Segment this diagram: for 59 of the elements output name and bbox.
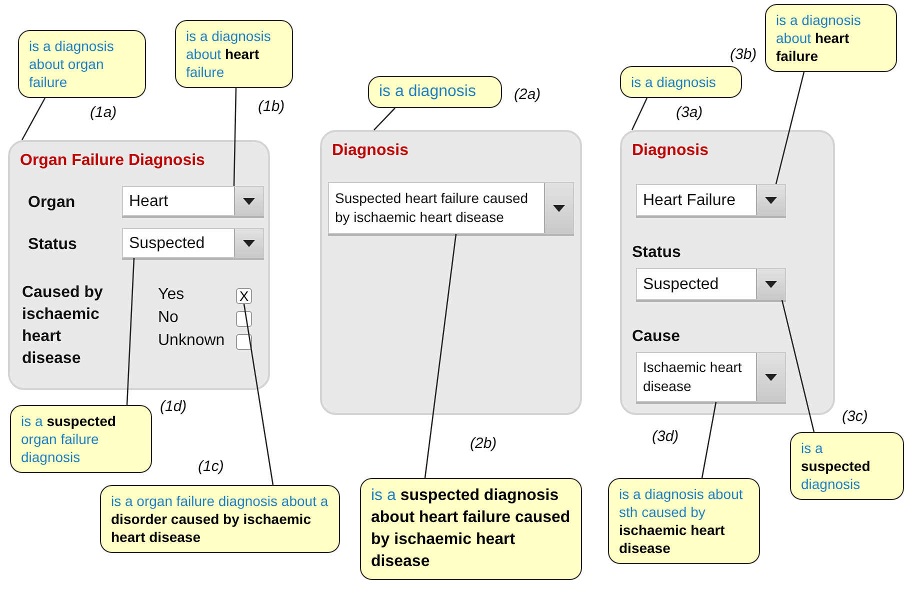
field-label: Unknown — [158, 331, 225, 351]
form-panel — [320, 130, 582, 415]
field-label: No — [158, 308, 178, 328]
leader-line — [374, 108, 396, 130]
speech-bubble: is a diagnosis about sth caused by ischaemic heart disease — [608, 478, 760, 564]
dropdown-field — [328, 182, 574, 234]
field-label: Yes — [158, 285, 184, 305]
field-label: Organ — [28, 193, 76, 213]
form-panel — [620, 130, 835, 415]
leader-line — [775, 72, 805, 184]
speech-bubble: is a suspected organ failure diagnosis — [10, 405, 152, 473]
callout-number: (1a) — [90, 104, 117, 121]
field-label: Cause — [632, 327, 680, 347]
speech-bubble: is a diagnosis about organ failure — [18, 30, 146, 98]
leader-line — [781, 300, 815, 432]
checkbox — [236, 311, 252, 327]
callout-number: (1d) — [160, 398, 187, 415]
callout-number: (3a) — [676, 104, 703, 121]
dropdown-field — [636, 268, 786, 300]
speech-bubble: is a diagnosis about heart failure — [175, 20, 293, 88]
dropdown-field — [636, 352, 786, 402]
dropdown-value: Suspected heart failure caused by ischaemic heart disease — [334, 189, 530, 227]
dropdown-value: Suspected — [642, 274, 720, 294]
dropdown-value: Suspected — [128, 234, 206, 252]
field-label: Caused by ischaemic heart disease — [22, 283, 104, 369]
form-panel — [8, 140, 270, 390]
speech-bubble: is a suspected diagnosis about heart failure caused by ischaemic heart disease — [360, 478, 582, 580]
dropdown-value: Heart Failure — [642, 190, 736, 210]
callout-number: (2a) — [514, 86, 541, 103]
field-label: Status — [632, 243, 681, 263]
checkbox — [236, 334, 252, 350]
dropdown-field — [122, 186, 264, 216]
leader-line — [701, 402, 717, 478]
dropdown-value: Ischaemic heart disease — [642, 358, 743, 396]
checkbox: X — [236, 288, 252, 304]
leader-line — [21, 98, 46, 140]
dropdown-field — [122, 228, 264, 258]
callout-number: (3c) — [842, 408, 868, 425]
speech-bubble: is a diagnosis about heart failure — [765, 4, 897, 72]
callout-number: (3b) — [730, 46, 757, 63]
dropdown-field — [636, 184, 786, 216]
callout-number: (3d) — [652, 428, 679, 445]
speech-bubble: is a diagnosis — [368, 76, 502, 108]
leader-line — [243, 304, 274, 486]
callout-number: (2b) — [470, 435, 497, 452]
field-label: Status — [28, 235, 77, 255]
leader-line — [126, 258, 135, 406]
speech-bubble: is a suspected diagnosis — [790, 432, 904, 500]
panel-title: Diagnosis — [332, 142, 408, 160]
panel-title: Organ Failure Diagnosis — [20, 152, 205, 170]
panel-title: Diagnosis — [632, 142, 708, 160]
speech-bubble: is a diagnosis — [620, 66, 742, 98]
leader-line — [233, 88, 237, 186]
leader-line — [424, 234, 457, 478]
callout-number: (1b) — [258, 98, 285, 115]
callout-number: (1c) — [198, 458, 224, 475]
speech-bubble: is a organ failure diagnosis about a disorder caused by ischaemic heart disease — [100, 485, 340, 553]
leader-line — [631, 98, 648, 130]
dropdown-value: Heart — [128, 192, 170, 210]
